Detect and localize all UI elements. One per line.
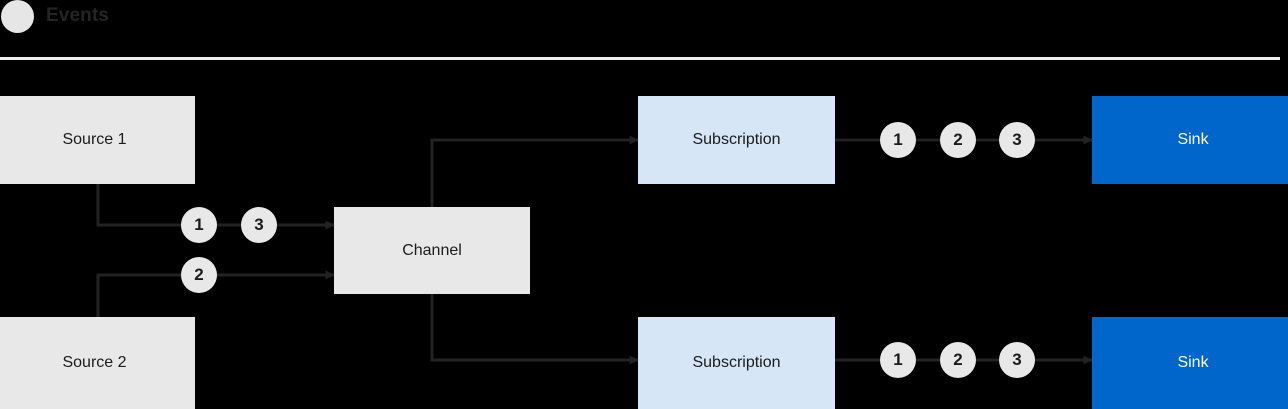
node-source-1[interactable]: Source 1 [0, 96, 195, 184]
node-source-2[interactable]: Source 2 [0, 317, 195, 409]
event-token: 2 [940, 122, 976, 158]
event-token: 3 [999, 342, 1035, 378]
edge-source2-to-channel [96, 270, 335, 317]
node-sink-1[interactable]: Sink [1092, 96, 1288, 184]
edge-channel-to-subscription1 [430, 135, 639, 207]
event-token: 1 [880, 342, 916, 378]
node-subscription-2[interactable]: Subscription [638, 317, 835, 409]
node-channel[interactable]: Channel [334, 207, 530, 294]
node-sink-2[interactable]: Sink [1092, 317, 1288, 409]
event-token: 1 [181, 207, 217, 243]
event-token: 3 [999, 122, 1035, 158]
event-token: 2 [940, 342, 976, 378]
circle-icon [1, 0, 34, 33]
header-bar: Events [0, 0, 1288, 60]
page-title: Events [46, 5, 109, 26]
event-token: 1 [880, 122, 916, 158]
edge-channel-to-subscription2 [430, 294, 639, 365]
header-divider [0, 57, 1280, 60]
event-token: 2 [181, 257, 217, 293]
event-token: 3 [241, 207, 277, 243]
node-subscription-1[interactable]: Subscription [638, 96, 835, 184]
